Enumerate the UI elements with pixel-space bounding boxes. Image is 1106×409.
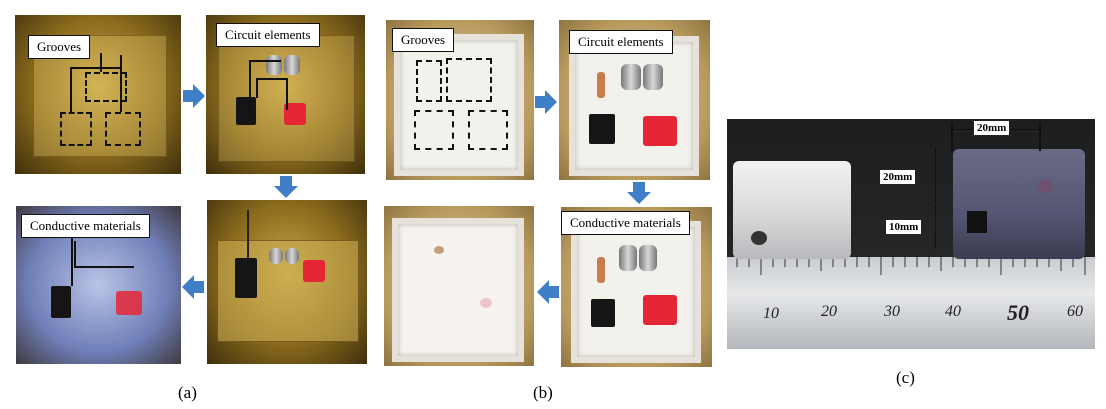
red-led [284,103,306,125]
ruler-tick-label: 40 [945,303,961,320]
panel-b-caption: (b) [533,383,553,402]
panel-c-photo: 10 20 30 40 50 60 20mm 20mm 10mm [727,119,1095,349]
right-arrow-icon [183,84,205,108]
depth-dimension-label: 10mm [885,219,923,235]
panel-a-circuit-photo: Circuit elements [206,15,365,174]
circuit-elements-label-b: Circuit elements [569,30,673,54]
groove-outline [105,112,141,146]
panel-a-caption: (a) [178,383,197,402]
groove-outline [85,72,127,102]
panel-c-caption: (c) [896,368,915,387]
panel-a-grooves-photo: Grooves [15,15,181,174]
grooves-label-b: Grooves [392,28,455,52]
ruler-tick-label: 50 [1007,300,1029,325]
panel-b-conductive-photo: Conductive materials [561,207,712,367]
conductive-materials-label-b: Conductive materials [561,211,690,235]
grooves-label: Grooves [28,35,91,59]
circuit-elements-label: Circuit elements [216,23,320,47]
panel-a-final-photo: Conductive materials [16,206,181,364]
conductive-materials-label: Conductive materials [21,214,150,238]
ruler: 10 20 30 40 50 60 [727,257,1095,349]
ruler-tick-label: 20 [821,303,837,320]
left-arrow-icon [537,280,559,304]
down-arrow-icon [274,176,298,198]
panel-b-grooves-photo: Grooves [386,20,534,180]
left-arrow-icon [182,275,204,299]
panel-b-circuit-photo: Circuit elements [559,20,710,180]
panel-a-printed-photo [207,200,367,364]
down-arrow-icon [627,182,651,204]
purple-printed-cube [953,149,1085,259]
width-dimension-label: 20mm [973,120,1011,136]
ruler-tick-label: 10 [763,305,779,322]
panel-b-final-photo [384,206,534,366]
white-printed-cube [733,161,851,259]
right-arrow-icon [535,90,557,114]
ruler-tick-label: 60 [1067,303,1083,320]
ruler-tick-label: 30 [884,303,900,320]
groove-outline [60,112,92,146]
height-dimension-label: 20mm [879,169,917,185]
